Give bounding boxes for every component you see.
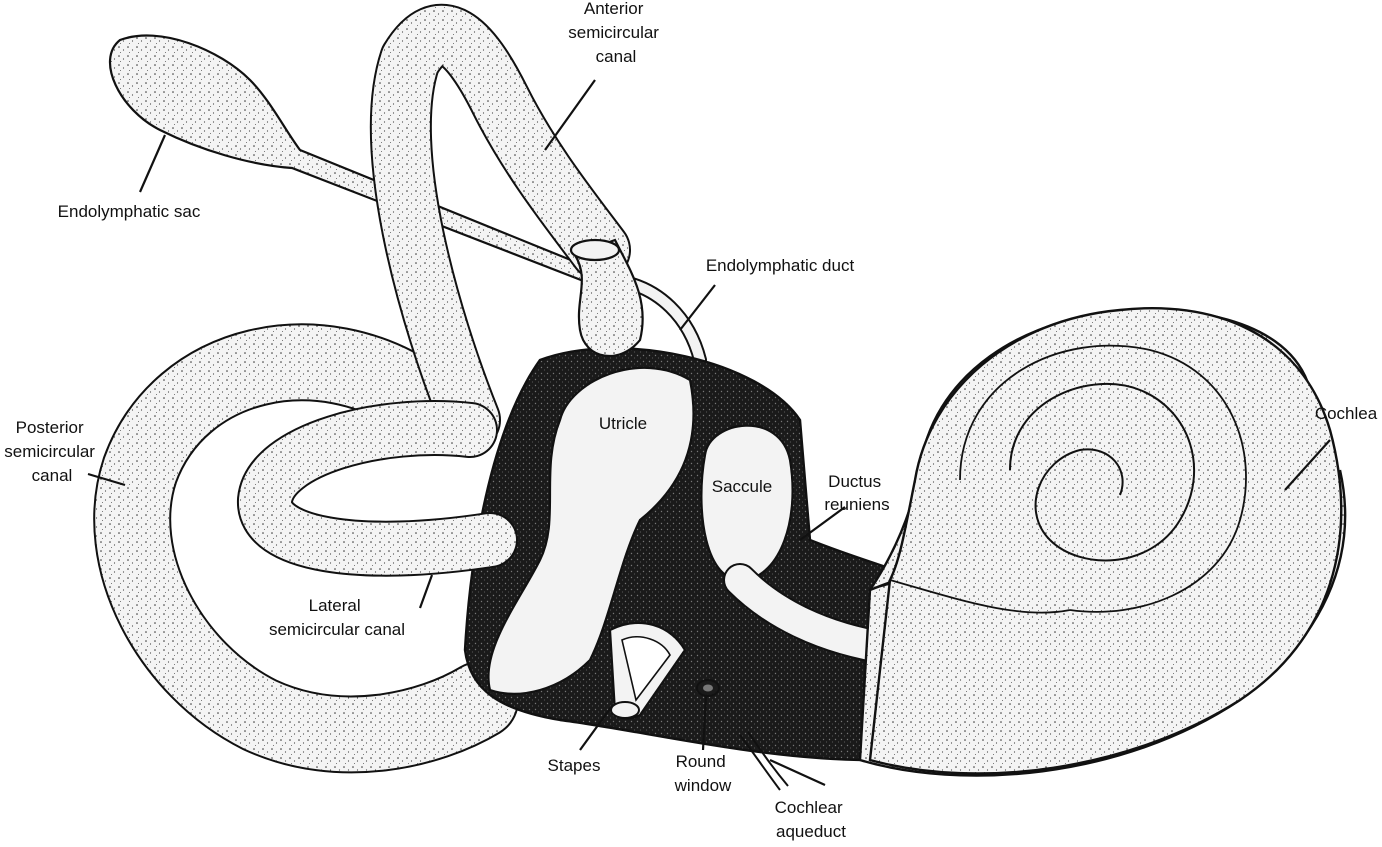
leader-round-window bbox=[701, 695, 708, 751]
anterior-ampulla bbox=[569, 238, 644, 358]
anterior-canal-shape bbox=[369, 3, 631, 451]
label-lateral-semicircular-canal: Lateral semicircular canal bbox=[269, 596, 405, 639]
label-cochlea: Cochlea bbox=[1315, 404, 1378, 423]
label-saccule: Saccule bbox=[712, 477, 772, 496]
stapes-shape bbox=[608, 621, 687, 720]
leader-endolymphatic-duct bbox=[679, 284, 716, 331]
label-endolymphatic-sac: Endolymphatic sac bbox=[58, 202, 201, 221]
label-utricle: Utricle bbox=[599, 414, 647, 433]
leader-endolymphatic-sac bbox=[138, 134, 167, 193]
leader-ductus-reuniens bbox=[799, 506, 846, 541]
label-posterior-semicircular-canal: Posterior semicircular canal bbox=[4, 418, 99, 485]
cochlear-aqueduct-shape bbox=[739, 731, 789, 791]
lateral-canal-shape bbox=[237, 400, 518, 577]
label-round-window: Round window bbox=[674, 752, 732, 795]
leader-stapes bbox=[579, 705, 613, 751]
label-stapes: Stapes bbox=[548, 756, 601, 775]
leader-cochlea bbox=[1284, 439, 1331, 491]
label-endolymphatic-duct: Endolymphatic duct bbox=[706, 256, 855, 275]
leader-posterior bbox=[87, 472, 126, 487]
label-ductus-reuniens: Ductus reuniens bbox=[824, 472, 889, 514]
saccule-shape bbox=[700, 424, 794, 582]
utricle-shape bbox=[487, 366, 695, 695]
leader-anterior bbox=[544, 79, 596, 151]
leader-lateral bbox=[418, 574, 434, 609]
leader-cochlear-aqueduct bbox=[769, 758, 826, 787]
posterior-canal-shape bbox=[93, 323, 519, 774]
round-window-shape bbox=[696, 679, 720, 697]
label-anterior-semicircular-canal: Anterior semicircular canal bbox=[568, 0, 663, 66]
cochlea-shape bbox=[858, 306, 1347, 777]
label-cochlear-aqueduct: Cochlear aqueduct bbox=[775, 798, 848, 841]
